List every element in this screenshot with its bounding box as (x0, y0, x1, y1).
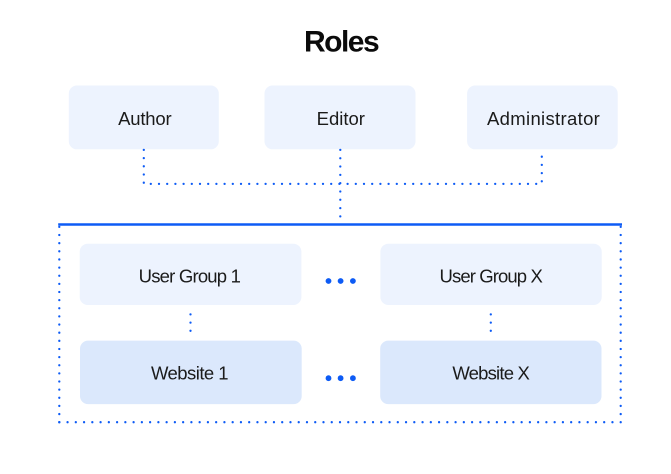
svg-text:Editor: Editor (317, 108, 365, 129)
svg-text:Author: Author (118, 108, 171, 129)
svg-text:Website 1: Website 1 (151, 362, 228, 383)
svg-text:User Group X: User Group X (439, 265, 542, 286)
svg-text:Administrator: Administrator (487, 108, 600, 129)
svg-text:User Group 1: User Group 1 (139, 265, 241, 286)
svg-text:Roles: Roles (304, 26, 379, 59)
svg-text:Website X: Website X (452, 362, 529, 383)
